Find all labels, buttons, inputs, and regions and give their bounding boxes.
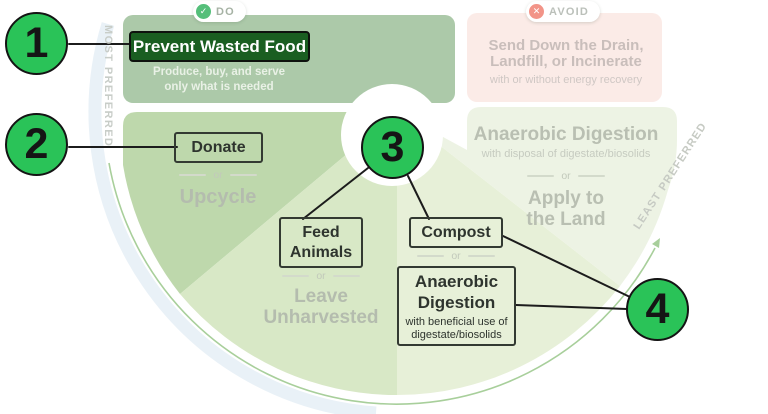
or-divider-apply: or [516,171,616,181]
divider-line [417,255,445,257]
divider-line [179,174,207,176]
or-divider-donate: or [168,170,268,180]
or-divider-compost: or [406,251,506,261]
prevent-wasted-food-box: Prevent Wasted Food [129,31,310,62]
avoid-tier-title: Send Down the Drain, Landfill, or Incine… [488,37,644,70]
wedge-compost-ad [397,112,620,395]
callout-marker-2[interactable]: 2 [5,113,68,176]
divider-line [282,275,310,277]
avoid-badge: ✕ AVOID [526,1,601,22]
tier-avoid-panel [467,13,662,102]
prevent-subtitle: Produce, buy, and serve only what is nee… [152,66,286,93]
callout-line-3a [302,167,369,220]
divider-line [467,255,495,257]
x-icon: ✕ [529,4,544,19]
callout-line-4a [502,235,631,298]
most-preferred-label: MOST PREFERRED [102,25,114,148]
avoid-badge-label: AVOID [549,5,590,18]
compost-box: Compost [409,217,503,248]
preference-arrowhead-icon [652,238,660,248]
donate-box: Donate [174,132,263,163]
upcycle-label: Upcycle [179,186,257,208]
divider-line [527,175,555,177]
divider-line [577,175,605,177]
check-icon: ✓ [196,4,211,19]
ad-disposal-title: Anaerobic Digestion [473,124,659,145]
leave-unharvested-label: Leave Unharvested [263,286,379,328]
compost-label: Compost [421,223,491,241]
or-divider-feed: or [271,271,371,281]
prevent-wasted-food-label: Prevent Wasted Food [132,36,307,56]
anaerobic-digestion-box: Anaerobic Digestion with beneficial use … [397,266,516,346]
feed-animals-box: Feed Animals [279,217,363,268]
ad-disposal-subtitle: with disposal of digestate/biosolids [481,148,651,160]
divider-line [332,275,360,277]
preference-arrow-arc [108,162,656,405]
preference-band-arc [88,22,377,414]
ad-box-subtitle: with beneficial use of digestate/biosoli… [405,315,508,341]
apply-to-land-label: Apply to the Land [526,188,606,230]
wedge-feed-leave [180,112,397,396]
donate-label: Donate [191,138,246,156]
divider-line [229,174,257,176]
callout-line-4b [515,304,628,310]
wedge-donate-upcycle [123,112,397,294]
callout-marker-1[interactable]: 1 [5,12,68,75]
do-badge: ✓ DO [193,1,246,22]
callout-marker-3[interactable]: 3 [361,116,424,179]
avoid-tier-subtitle: with or without energy recovery [489,74,643,86]
callout-line-3b [407,175,430,220]
wedge-apply-land [397,107,677,286]
do-badge-label: DO [216,5,235,18]
callout-marker-4[interactable]: 4 [626,278,689,341]
